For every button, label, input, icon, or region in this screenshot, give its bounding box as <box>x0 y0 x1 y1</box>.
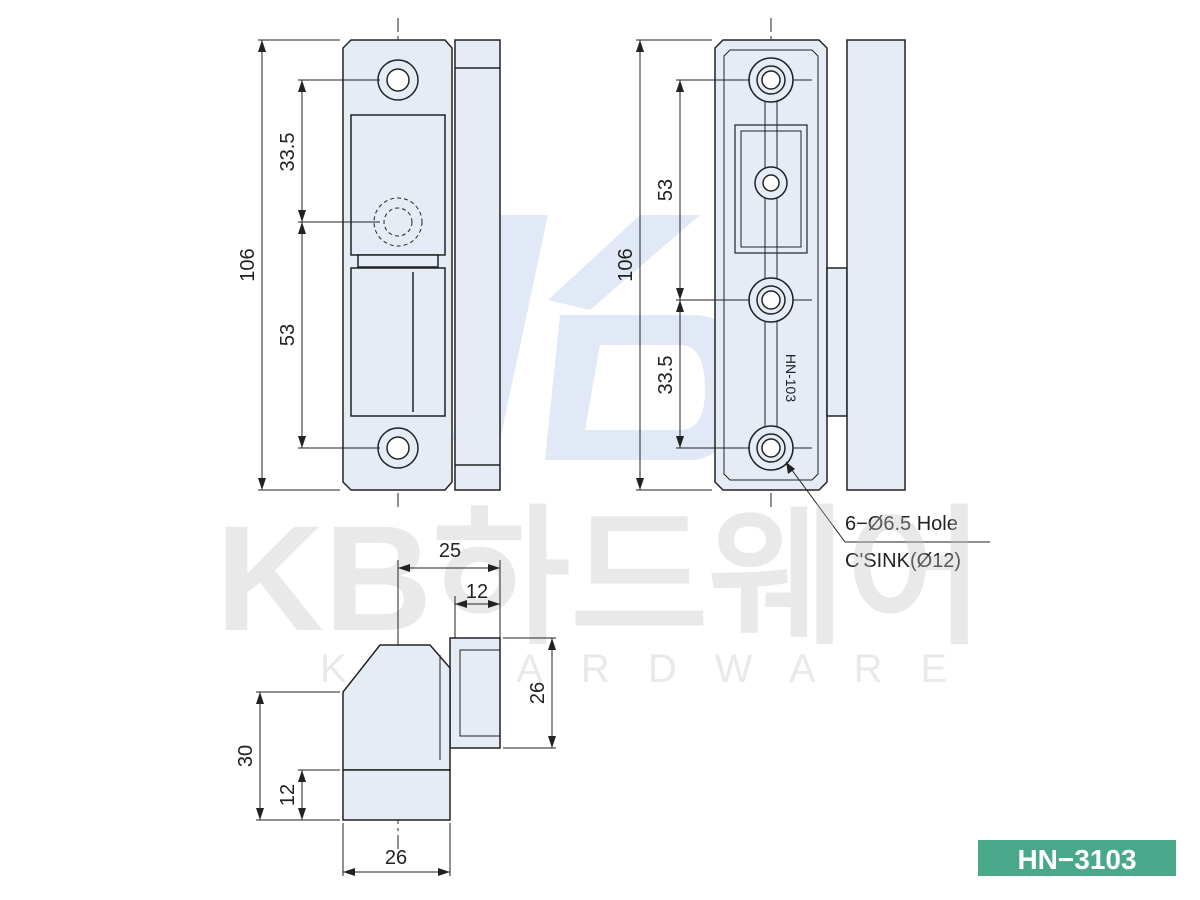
side-offset-outer-label: 25 <box>439 540 461 562</box>
side-base-height-label: 12 <box>277 784 299 806</box>
back-part-marking: HN-103 <box>783 354 799 402</box>
side-width-label: 26 <box>385 847 407 869</box>
side-leaf-depth-label: 26 <box>527 682 549 704</box>
front-upper-pitch-label: 33.5 <box>277 133 299 172</box>
back-lower-pitch-label: 33.5 <box>655 356 677 395</box>
back-upper-pitch-label: 53 <box>655 179 677 201</box>
front-dimension-arrows <box>258 40 306 490</box>
front-view <box>342 18 501 510</box>
front-top-hole-inner <box>386 68 410 92</box>
hole-callout-line1: 6−Ø6.5 Hole <box>845 513 958 535</box>
side-dimensions <box>256 560 556 876</box>
front-lower-pitch-label: 53 <box>277 324 299 346</box>
side-view <box>342 560 501 860</box>
front-side-leaf <box>454 39 501 491</box>
front-overall-height-label: 106 <box>237 248 259 281</box>
hole-callout-line2: C'SINK(Ø12) <box>845 550 961 572</box>
side-leaf <box>449 637 501 749</box>
back-overall-height-label: 106 <box>615 248 637 281</box>
side-offset-inner-label: 12 <box>466 581 488 603</box>
back-dimension-arrows <box>636 40 795 490</box>
back-pocket <box>734 124 808 254</box>
side-height-label: 30 <box>235 745 257 767</box>
front-hidden-pin <box>373 197 423 247</box>
front-lower-knuckle <box>350 267 446 417</box>
front-upper-knuckle <box>350 114 446 256</box>
product-code-text: HN−3103 <box>1017 844 1136 875</box>
front-dimensions <box>258 39 380 491</box>
back-outer-frame <box>714 39 828 491</box>
back-leaf <box>846 39 906 491</box>
back-dimensions <box>636 39 990 543</box>
side-dimension-arrows <box>256 564 556 876</box>
front-bottom-hole-inner <box>386 436 410 460</box>
product-code-badge <box>978 840 1176 876</box>
side-base <box>342 769 451 821</box>
front-gap-band <box>357 254 439 268</box>
watermark-korean: KB하드웨어 <box>216 494 985 662</box>
back-view <box>714 18 906 510</box>
back-leaf-connector <box>826 267 848 417</box>
